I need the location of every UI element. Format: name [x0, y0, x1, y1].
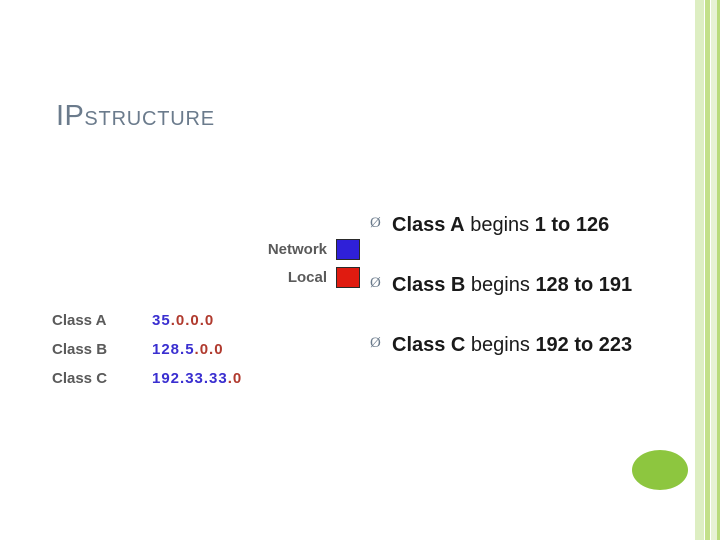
decor-stripe-2	[705, 0, 710, 540]
table-row: Class B 128.5.0.0	[52, 341, 352, 370]
bullet-middle-class-a: begins	[464, 214, 535, 236]
row-value-class-a-network: 35	[152, 312, 171, 329]
diagram-legend: Network Local	[230, 238, 360, 294]
local-color-swatch	[336, 266, 360, 288]
list-item: Ø Class A begins 1 to 126	[370, 210, 710, 240]
table-row: Class C 192.33.33.0	[52, 370, 352, 399]
bullet-bold-class-a: Class A	[392, 214, 465, 236]
page-title: IPSTRUCTURE	[56, 100, 215, 133]
bullet-text-class-c: Class C begins 192 to 223	[392, 330, 632, 360]
bullet-marker-icon: Ø	[370, 335, 381, 351]
decor-stripe-1	[695, 0, 704, 540]
row-value-class-c: 192.33.33.0	[152, 370, 242, 387]
page-title-lead: IP	[56, 100, 85, 132]
bullet-range-class-c: 192 to 223	[535, 334, 633, 356]
row-value-class-c-network: 192.33.33	[152, 370, 228, 387]
bullet-text-class-a: Class A begins 1 to 126	[392, 210, 609, 240]
legend-label-local: Local	[287, 268, 327, 286]
list-item: Ø Class C begins 192 to 223	[370, 330, 710, 360]
row-value-class-a-local: .0.0.0	[170, 312, 215, 329]
row-value-class-b-network: 128.5	[152, 341, 195, 358]
decor-stripe-3	[711, 0, 717, 540]
bullet-range-class-b: 128 to 191	[535, 274, 633, 296]
decor-green-dot	[632, 450, 688, 490]
row-value-class-c-local: .0	[227, 370, 243, 387]
row-value-class-b-local: .0.0	[194, 341, 224, 358]
address-table: Class A 35.0.0.0 Class B 128.5.0.0 Class…	[52, 312, 352, 399]
bullet-list: Ø Class A begins 1 to 126 Ø Class B begi…	[370, 210, 710, 390]
list-item: Ø Class B begins 128 to 191	[370, 270, 710, 300]
row-label-class-c: Class C	[52, 370, 108, 387]
ip-structure-diagram: Network Local Class A 35.0.0.0 Class B 1…	[40, 238, 360, 403]
network-color-swatch	[336, 238, 360, 260]
legend-label-network: Network	[267, 240, 327, 258]
bullet-text-class-b: Class B begins 128 to 191	[392, 270, 632, 300]
bullet-range-class-a: 1 to 126	[534, 214, 610, 236]
row-value-class-a: 35.0.0.0	[152, 312, 214, 329]
row-label-class-b: Class B	[52, 341, 108, 358]
bullet-bold-class-c: Class C	[392, 334, 466, 356]
row-value-class-b: 128.5.0.0	[152, 341, 224, 358]
row-label-class-a: Class A	[52, 312, 107, 329]
bullet-middle-class-b: begins	[465, 274, 536, 296]
table-row: Class A 35.0.0.0	[52, 312, 352, 341]
legend-item-local: Local	[230, 266, 360, 288]
decor-stripe-4	[717, 0, 720, 540]
bullet-marker-icon: Ø	[370, 215, 381, 231]
bullet-bold-class-b: Class B	[392, 274, 466, 296]
bullet-middle-class-c: begins	[465, 334, 536, 356]
page-title-rest: STRUCTURE	[84, 108, 215, 130]
legend-item-network: Network	[230, 238, 360, 260]
bullet-marker-icon: Ø	[370, 275, 381, 291]
